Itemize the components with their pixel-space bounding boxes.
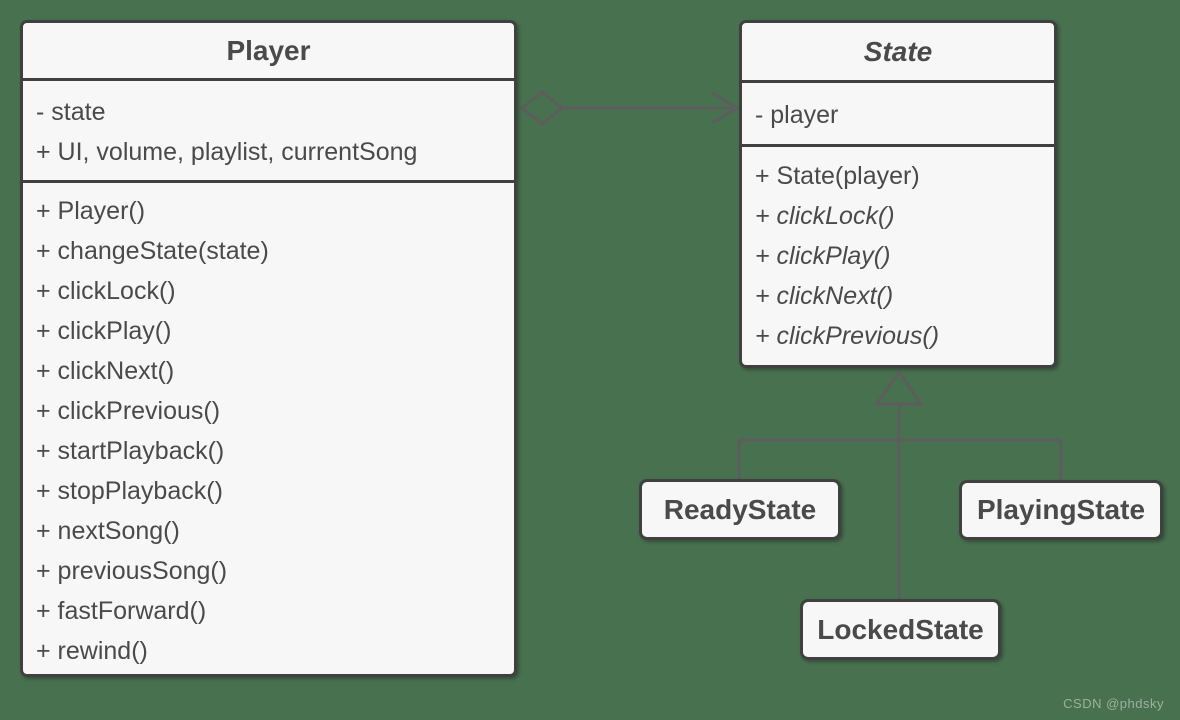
class-state-methods: + State(player) + clickLock() + clickPla… [742,147,1054,356]
aggregation-edge [519,90,740,126]
method-row: + startPlayback() [36,437,225,465]
class-playingstate: PlayingState [959,480,1163,540]
method-row: + State(player) [755,162,920,190]
inheritance-triangle-icon [874,369,924,406]
method-row: + clickNext() [36,357,175,385]
class-state: State - player + State(player) + clickLo… [739,20,1057,368]
method-row: + fastForward() [36,597,207,625]
method-row: + clickPlay() [755,242,891,270]
method-row: + previousSong() [36,557,228,585]
method-row: + clickLock() [36,277,176,305]
class-state-attributes: - player [742,83,1054,147]
method-row: + clickPlay() [36,317,172,345]
attribute-row: - state [36,98,106,126]
method-row: + stopPlayback() [36,477,223,505]
method-row: + rewind() [36,637,148,665]
class-player-methods: + Player() + changeState(state) + clickL… [23,183,514,671]
method-row: + nextSong() [36,517,180,545]
method-row: + Player() [36,197,146,225]
class-lockedstate: LockedState [800,599,1001,660]
class-player-title: Player [23,23,514,81]
method-row: + clickNext() [755,282,894,310]
attribute-row: + UI, volume, playlist, currentSong [36,138,418,166]
class-player: Player - state + UI, volume, playlist, c… [20,20,517,677]
class-player-attributes: - state + UI, volume, playlist, currentS… [23,81,514,183]
aggregation-diamond-icon [519,90,565,126]
watermark: CSDN @phdsky [1063,696,1164,711]
open-arrowhead-icon [711,91,740,125]
method-row: + clickPrevious() [36,397,221,425]
attribute-row: - player [755,101,839,129]
method-row: + clickPrevious() [755,322,940,350]
method-row: + changeState(state) [36,237,269,265]
class-readystate: ReadyState [639,479,841,540]
class-state-title: State [742,23,1054,83]
method-row: + clickLock() [755,202,895,230]
